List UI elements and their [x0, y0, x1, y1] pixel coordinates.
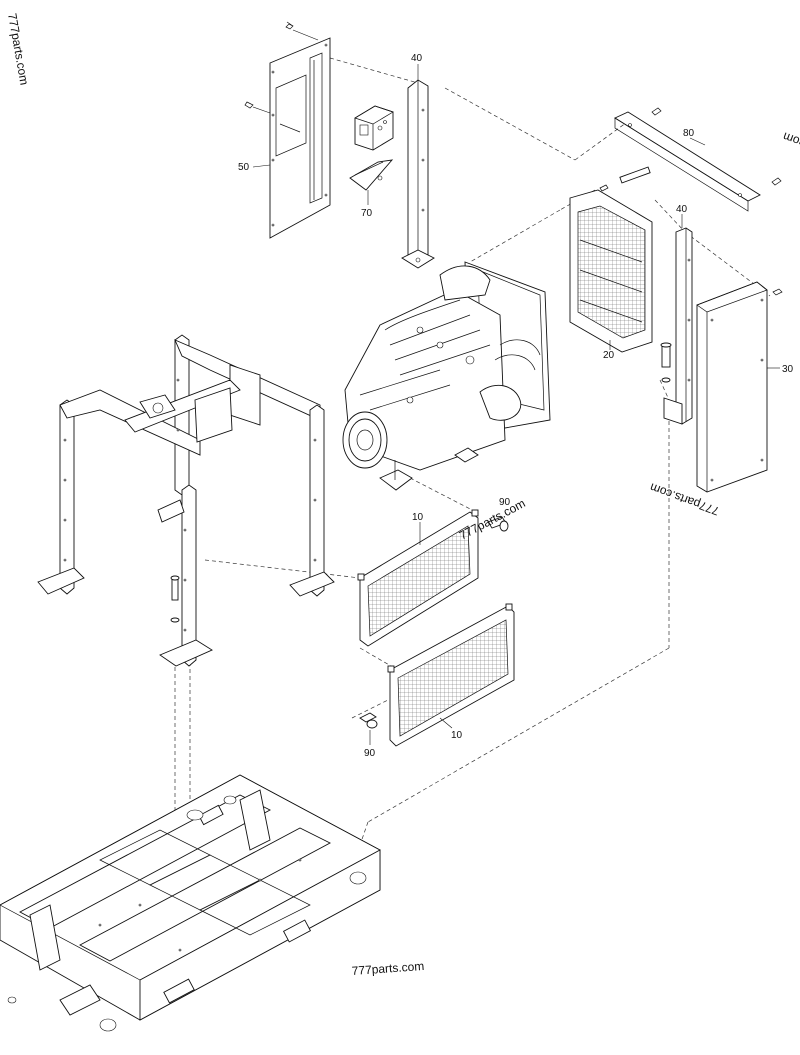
- callout-10-lower: 10: [451, 730, 463, 741]
- callout-labels: 10 10 20 30 40 40 50 70 80 90 90: [238, 53, 794, 759]
- watermark-bottom: 777parts.com: [351, 959, 425, 978]
- callout-70: 70: [361, 208, 373, 219]
- top-beam-part-80: [599, 107, 782, 212]
- callout-10-upper: 10: [412, 512, 424, 523]
- mesh-panel-part-10-upper: [357, 509, 509, 647]
- callout-40-right: 40: [676, 204, 688, 215]
- callout-20: 20: [603, 350, 615, 361]
- side-panel-part-50: [244, 21, 331, 239]
- callout-90-lower: 90: [364, 748, 376, 759]
- base-frame: [0, 774, 381, 1032]
- corner-post-part-40-right: [660, 214, 693, 425]
- corner-post-part-40-upper: [401, 64, 435, 269]
- control-box-part-70: [349, 105, 394, 205]
- side-panel-part-30: [696, 281, 783, 493]
- callout-80: 80: [683, 128, 695, 139]
- engine-assembly: [342, 261, 551, 491]
- engine-support-frame: [37, 334, 335, 667]
- callout-30: 30: [782, 364, 794, 375]
- mesh-panel-part-10-lower: [359, 603, 515, 747]
- watermark-edge: com: [781, 129, 800, 150]
- radiator-grille-part-20: [569, 189, 653, 353]
- callout-50: 50: [238, 162, 250, 173]
- callout-40-upper: 40: [411, 53, 423, 64]
- callout-90-upper: 90: [499, 497, 511, 508]
- watermark-left: 777parts.com: [5, 12, 31, 86]
